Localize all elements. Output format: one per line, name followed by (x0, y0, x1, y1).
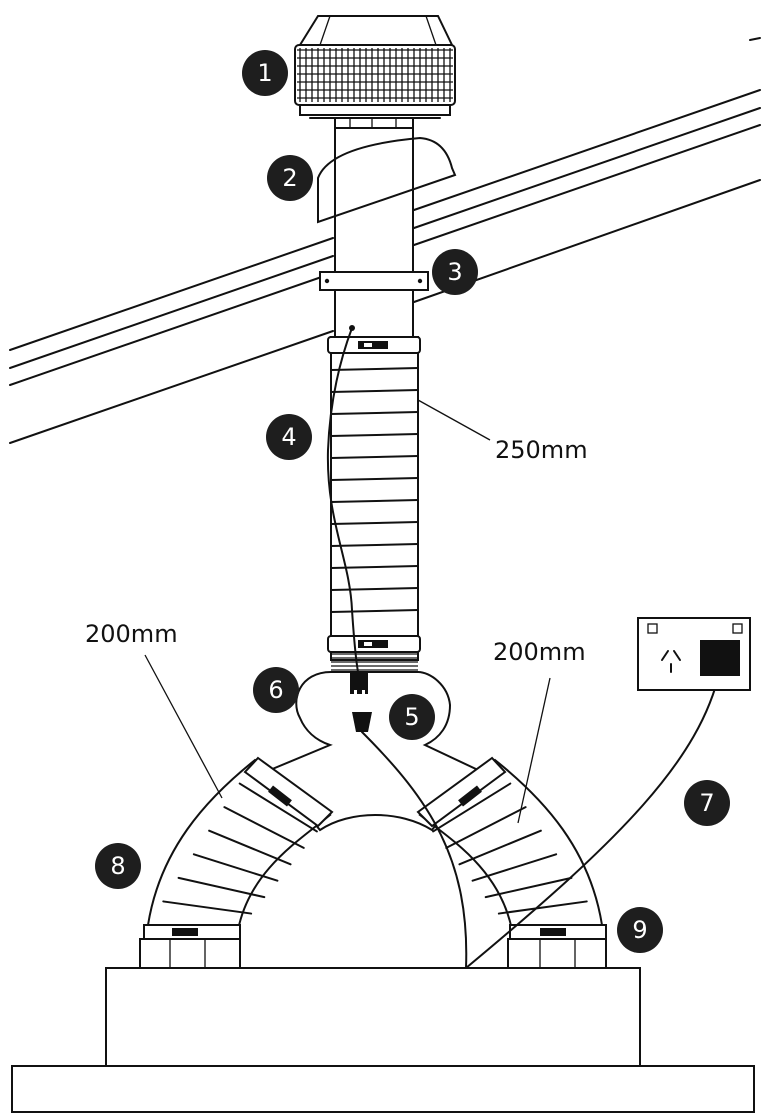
fan-power-cord (326, 325, 359, 673)
rib-line (330, 411, 419, 415)
rib-line (238, 782, 318, 833)
rib-line (330, 499, 419, 503)
collar-stripes (331, 653, 418, 671)
callout-8: 8 (95, 843, 141, 889)
roof-rafters (9, 37, 761, 444)
rib-line (432, 782, 512, 833)
callout-number: 8 (110, 852, 125, 880)
callout-number: 7 (699, 789, 714, 817)
rib-line (330, 477, 419, 481)
dimension-left-branch: 200mm (85, 620, 178, 648)
rib-line (223, 806, 305, 849)
rib-line (192, 853, 279, 882)
rib-line (330, 521, 419, 525)
duct-bracket-icon (319, 271, 429, 291)
callout-number: 6 (268, 676, 283, 704)
callout-6: 6 (253, 667, 299, 713)
callout-number: 3 (447, 258, 462, 286)
callout-7: 7 (684, 780, 730, 826)
rib-line (330, 367, 419, 371)
roof-flashing-icon (317, 136, 457, 224)
roof-fan-icon (294, 15, 456, 129)
callout-number: 1 (257, 59, 272, 87)
callout-3: 3 (432, 249, 478, 295)
rib-line (484, 876, 573, 899)
fan-mesh (297, 48, 453, 102)
rib-line (162, 900, 253, 915)
rib-line (330, 587, 419, 591)
callout-number: 9 (632, 916, 647, 944)
rib-line (471, 853, 558, 882)
rib-line (330, 455, 419, 459)
rib-line (177, 876, 266, 899)
callout-1: 1 (242, 50, 288, 96)
ceiling-base (11, 967, 755, 1113)
flexible-duct-main (327, 336, 421, 671)
rib-line (330, 543, 419, 547)
rib-line (330, 433, 419, 437)
rib-line (330, 609, 419, 613)
flexible-duct-right-branch (416, 756, 607, 969)
rib-line (497, 900, 588, 915)
callout-9: 9 (617, 907, 663, 953)
power-plug-icon (350, 672, 372, 732)
callout-4: 4 (266, 414, 312, 460)
duct-ribs (162, 782, 318, 915)
rib-line (208, 829, 292, 866)
callout-2: 2 (267, 155, 313, 201)
callout-number: 2 (282, 164, 297, 192)
rib-line (458, 829, 542, 866)
dimension-main-duct: 250mm (495, 436, 588, 464)
callout-5: 5 (389, 694, 435, 740)
duct-ribs (432, 782, 588, 915)
flexible-duct-left-branch (139, 756, 334, 969)
rib-line (330, 389, 419, 393)
controller-cord (361, 669, 721, 969)
callout-number: 5 (404, 703, 419, 731)
wall-outlet-icon (637, 617, 751, 691)
dimension-right-branch: 200mm (493, 638, 586, 666)
rib-line (445, 806, 527, 849)
straight-duct-pipe (334, 127, 414, 339)
dimension-leaders (144, 399, 551, 824)
callout-number: 4 (281, 423, 296, 451)
